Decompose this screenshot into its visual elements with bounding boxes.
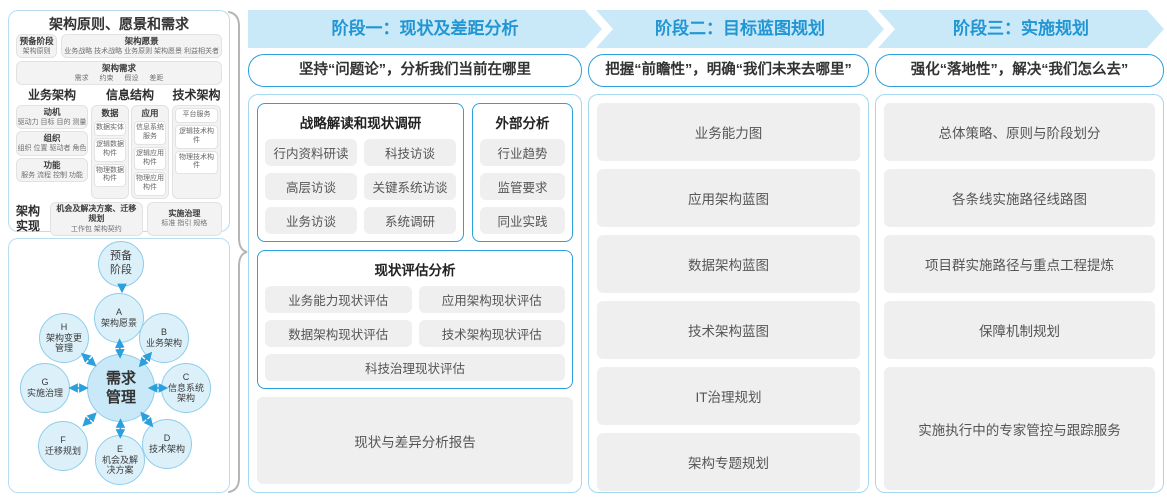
phase1-content-column: 战略解读和现状调研 行内资料研读 科技访谈 高层访谈 关键系统访谈 业务访谈 系… (248, 94, 582, 493)
phase2-content-column: 业务能力图 应用架构蓝图 数据架构蓝图 技术架构蓝图 IT治理规划 架构专题规划 (588, 94, 869, 493)
strategy-research-title: 战略解读和现状调研 (299, 116, 422, 131)
phase3-item: 实施执行中的专家管控与跟踪服务 (884, 367, 1155, 490)
phase3-item: 各条线实施路径线路图 (884, 169, 1155, 227)
tech-item: 平台服务 (175, 108, 218, 124)
phase2-item: 应用架构蓝图 (597, 169, 860, 227)
framework-panel-title: 架构原则、愿景和需求 (49, 16, 189, 32)
opportunity-migration-box: 机会及解决方案、迁移规划 工作包 架构契约 (50, 201, 143, 236)
phase1-item: 高层访谈 (265, 173, 357, 200)
phase3-item: 总体策略、原则与阶段划分 (884, 103, 1155, 161)
data-box: 数据 数据实体 逻辑数据构件 物理数据构件 (91, 105, 129, 199)
phase2-item: 技术架构蓝图 (597, 301, 860, 359)
phase1-slogan: 坚持“问题论”，分析我们当前在哪里 (248, 54, 582, 87)
phase3-content-column: 总体策略、原则与阶段划分 各条线实施路径线路图 项目群实施路径与重点工程提炼 保… (875, 94, 1164, 493)
arrow-center-h (81, 352, 97, 367)
application-item: 信息系统服务 (134, 121, 166, 145)
application-item: 物理应用构件 (134, 172, 166, 196)
phase1-item: 技术架构现状评估 (418, 320, 565, 347)
architecture-requirements-box: 架构需求 需求 约束 假设 差距 (16, 61, 222, 86)
info-structure-header: 信息结构 (105, 88, 154, 103)
phase1-item: 监管要求 (480, 173, 565, 200)
strategy-research-group: 战略解读和现状调研 行内资料研读 科技访谈 高层访谈 关键系统访谈 业务访谈 系… (257, 103, 464, 242)
tech-arch-header: 技术架构 (172, 88, 221, 103)
data-item: 物理数据构件 (94, 163, 126, 188)
prep-stage-sub: 架构原则 (22, 48, 51, 56)
phase2-item: 架构专题规划 (597, 433, 860, 491)
phase1-item: 同业实践 (480, 207, 565, 234)
implementation-governance-box: 实施治理 标准 指引 规格 (146, 201, 222, 236)
assessment-title: 现状评估分析 (374, 263, 456, 278)
application-box: 应用 信息系统服务 逻辑应用构件 物理应用构件 (131, 105, 169, 199)
business-arch-header: 业务架构 (27, 88, 76, 103)
phase1-header-band: 阶段一：现状及差距分析 (248, 10, 602, 48)
phase2-item: 数据架构蓝图 (597, 235, 860, 293)
architecture-framework-panel: 架构原则、愿景和需求 预备阶段 架构原则 架构愿景 业务战略 技术战略 业务原则… (8, 10, 230, 236)
curly-brace (228, 11, 248, 493)
phase1-research-row: 战略解读和现状调研 行内资料研读 科技访谈 高层访谈 关键系统访谈 业务访谈 系… (257, 103, 573, 242)
data-application-row: 数据 数据实体 逻辑数据构件 物理数据构件 应用 信息系统服务 逻辑应用构件 物… (91, 105, 169, 199)
phase3-item: 项目群实施路径与重点工程提炼 (884, 235, 1155, 293)
phase1-item: 科技治理现状评估 (265, 354, 565, 381)
phase1-item: 关键系统访谈 (364, 173, 456, 200)
phase2-item: IT治理规划 (597, 367, 860, 425)
motivation-box: 动机 驱动力 目标 目的 测量 (16, 105, 88, 130)
phase2-header-band: 阶段二：目标蓝图规划 (596, 10, 884, 48)
tech-item: 逻辑技术构件 (175, 125, 218, 149)
requirements-sub: 需求 约束 假设 差距 (74, 75, 164, 83)
tech-item: 物理技术构件 (175, 150, 218, 175)
organization-box: 组织 组织 位置 驱动者 角色 (16, 131, 88, 156)
prep-vision-row: 预备阶段 架构原则 架构愿景 业务战略 技术战略 业务原则 架构愿景 利益相关者 (16, 34, 222, 59)
phase1-item: 数据架构现状评估 (265, 320, 412, 347)
architecture-realization-row: 架构实现 机会及解决方案、迁移规划 工作包 架构契约 实施治理 标准 指引 规格 (16, 201, 222, 236)
function-box: 功能 服务 流程 控制 功能 (16, 157, 88, 182)
arrow-center-f (82, 412, 97, 427)
requirements-title: 架构需求 (101, 63, 136, 74)
cycle-center-requirements-management: 需求管理 (87, 354, 155, 422)
phase2-item: 业务能力图 (597, 103, 860, 161)
architecture-domains-row: 业务架构 动机 驱动力 目标 目的 测量 组织 组织 位置 驱动者 角色 功能 … (16, 88, 222, 199)
architecture-vision-box: 架构愿景 业务战略 技术战略 业务原则 架构愿景 利益相关者 (61, 34, 222, 59)
cycle-prep-stage-circle: 预备阶段 (98, 241, 144, 287)
data-item: 逻辑数据构件 (94, 138, 126, 162)
phase1-item: 行内资料研读 (265, 139, 357, 166)
gap-analysis-report-box: 现状与差异分析报告 (257, 397, 573, 484)
prep-stage-title: 预备阶段 (19, 36, 54, 46)
phase3-slogan: 强化“落地性”，解决“我们怎么去” (875, 54, 1164, 87)
phase1-item: 应用架构现状评估 (418, 286, 565, 313)
phase3-item: 保障机制规划 (884, 301, 1155, 359)
external-analysis-group: 外部分析 行业趋势 监管要求 同业实践 (472, 103, 573, 242)
tech-arch-box: 平台服务 逻辑技术构件 物理技术构件 (172, 105, 221, 199)
realization-label: 架构实现 (16, 203, 41, 233)
phase3-header-band: 阶段三：实施规划 (878, 10, 1164, 48)
data-item: 数据实体 (94, 121, 126, 137)
phase2-slogan: 把握“前瞻性”，明确“我们未来去哪里” (588, 54, 869, 87)
phase1-item: 业务能力现状评估 (265, 286, 412, 313)
information-structure-column: 信息结构 数据 数据实体 逻辑数据构件 物理数据构件 应用 信息系统服务 逻辑应… (91, 88, 169, 199)
phase1-item: 科技访谈 (364, 139, 456, 166)
business-architecture-column: 业务架构 动机 驱动力 目标 目的 测量 组织 组织 位置 驱动者 角色 功能 … (16, 88, 88, 199)
current-state-assessment-group: 现状评估分析 业务能力现状评估 应用架构现状评估 数据架构现状评估 技术架构现状… (257, 250, 573, 389)
prep-stage-box: 预备阶段 架构原则 (16, 34, 58, 59)
external-analysis-title: 外部分析 (495, 116, 550, 131)
vision-sub: 业务战略 技术战略 业务原则 架构愿景 利益相关者 (64, 48, 219, 56)
phase1-item: 行业趋势 (480, 139, 565, 166)
application-item: 逻辑应用构件 (134, 146, 166, 171)
phase1-item: 系统调研 (364, 207, 456, 234)
phase1-item: 业务访谈 (265, 207, 357, 234)
technology-architecture-column: 技术架构 平台服务 逻辑技术构件 物理技术构件 (172, 88, 221, 199)
vision-title: 架构愿景 (124, 36, 159, 46)
